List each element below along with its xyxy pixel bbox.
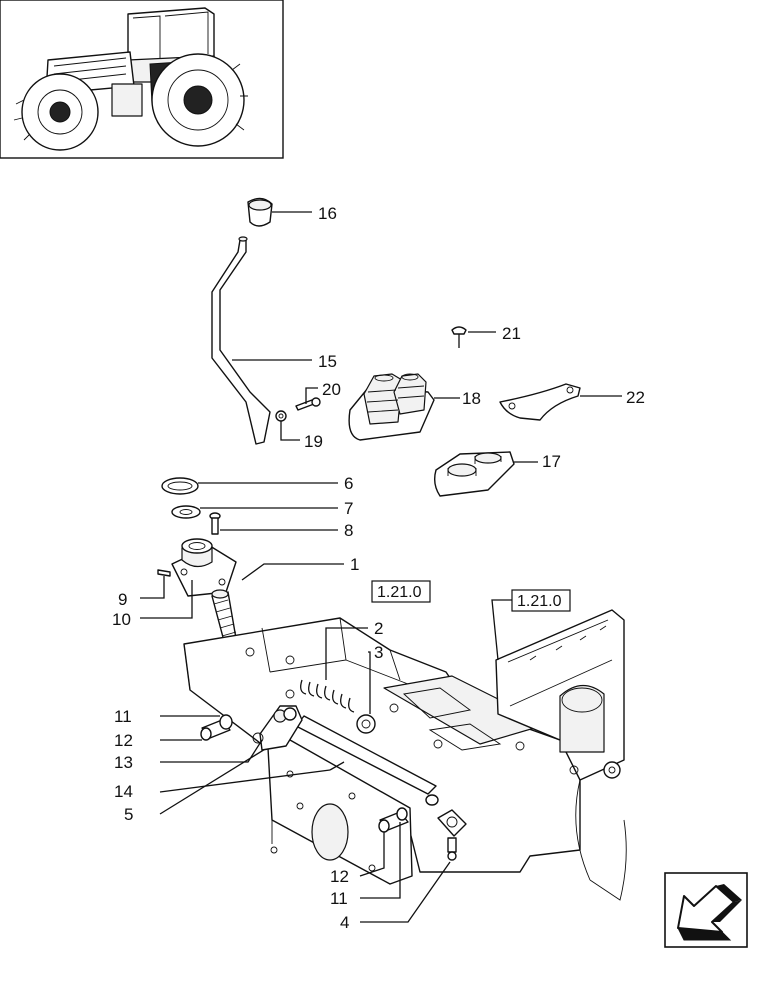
label-3: 3: [374, 643, 383, 662]
screw-part-21: [451, 326, 496, 348]
gear-lever-part-15: [211, 236, 312, 445]
lever-part-13: [160, 705, 303, 763]
lever-support-part-10: [140, 538, 237, 619]
circlip-part-6: [161, 477, 338, 495]
reference-box-left[interactable]: 1.21.0: [371, 580, 431, 603]
label-22: 22: [626, 388, 645, 407]
bolt-part-8: [209, 512, 338, 535]
label-12-lower: 12: [330, 867, 349, 886]
bolt-part-20: [295, 387, 321, 411]
reference-right-text: 1.21.0: [517, 593, 562, 610]
label-21: 21: [502, 324, 521, 343]
label-8: 8: [344, 521, 353, 540]
reference-box-right[interactable]: 1.21.0: [491, 589, 571, 661]
label-15: 15: [318, 352, 337, 371]
label-13: 13: [114, 753, 133, 772]
label-1: 1: [350, 555, 359, 574]
knob-part-16: [247, 197, 312, 227]
transmission-housing: [183, 609, 627, 901]
navigation-arrow-icon[interactable]: [664, 872, 748, 948]
label-20: 20: [322, 380, 341, 399]
label-11-upper: 11: [114, 707, 132, 726]
ball-joint-part-4: [360, 809, 467, 923]
boot-gaiter-part-18: [348, 373, 460, 441]
pin-part-14: [159, 761, 345, 793]
tractor-thumbnail-icon: [0, 0, 284, 159]
label-19: 19: [304, 432, 323, 451]
label-11-lower: 11: [330, 889, 348, 908]
label-10: 10: [112, 610, 131, 629]
pin-part-9: [140, 569, 171, 599]
label-9: 9: [118, 590, 127, 609]
label-12-upper: 12: [114, 731, 133, 750]
label-16: 16: [318, 204, 337, 223]
washer-part-3: [356, 651, 376, 734]
label-18: 18: [462, 389, 481, 408]
label-5: 5: [124, 805, 133, 824]
washer-part-7: [171, 505, 338, 519]
label-4: 4: [340, 913, 349, 932]
label-7: 7: [344, 499, 353, 518]
nut-part-19: [275, 410, 300, 441]
bush-part-11-lower: [360, 807, 408, 899]
bush-part-11-upper: [160, 714, 233, 730]
label-17: 17: [542, 452, 561, 471]
cover-plate-part-17: [433, 451, 538, 497]
label-2: 2: [374, 619, 383, 638]
label-14: 14: [114, 782, 133, 801]
bracket-part-22: [499, 383, 622, 421]
reference-left-text: 1.21.0: [377, 584, 422, 601]
spring-part-2: [300, 627, 368, 713]
label-6: 6: [344, 474, 353, 493]
